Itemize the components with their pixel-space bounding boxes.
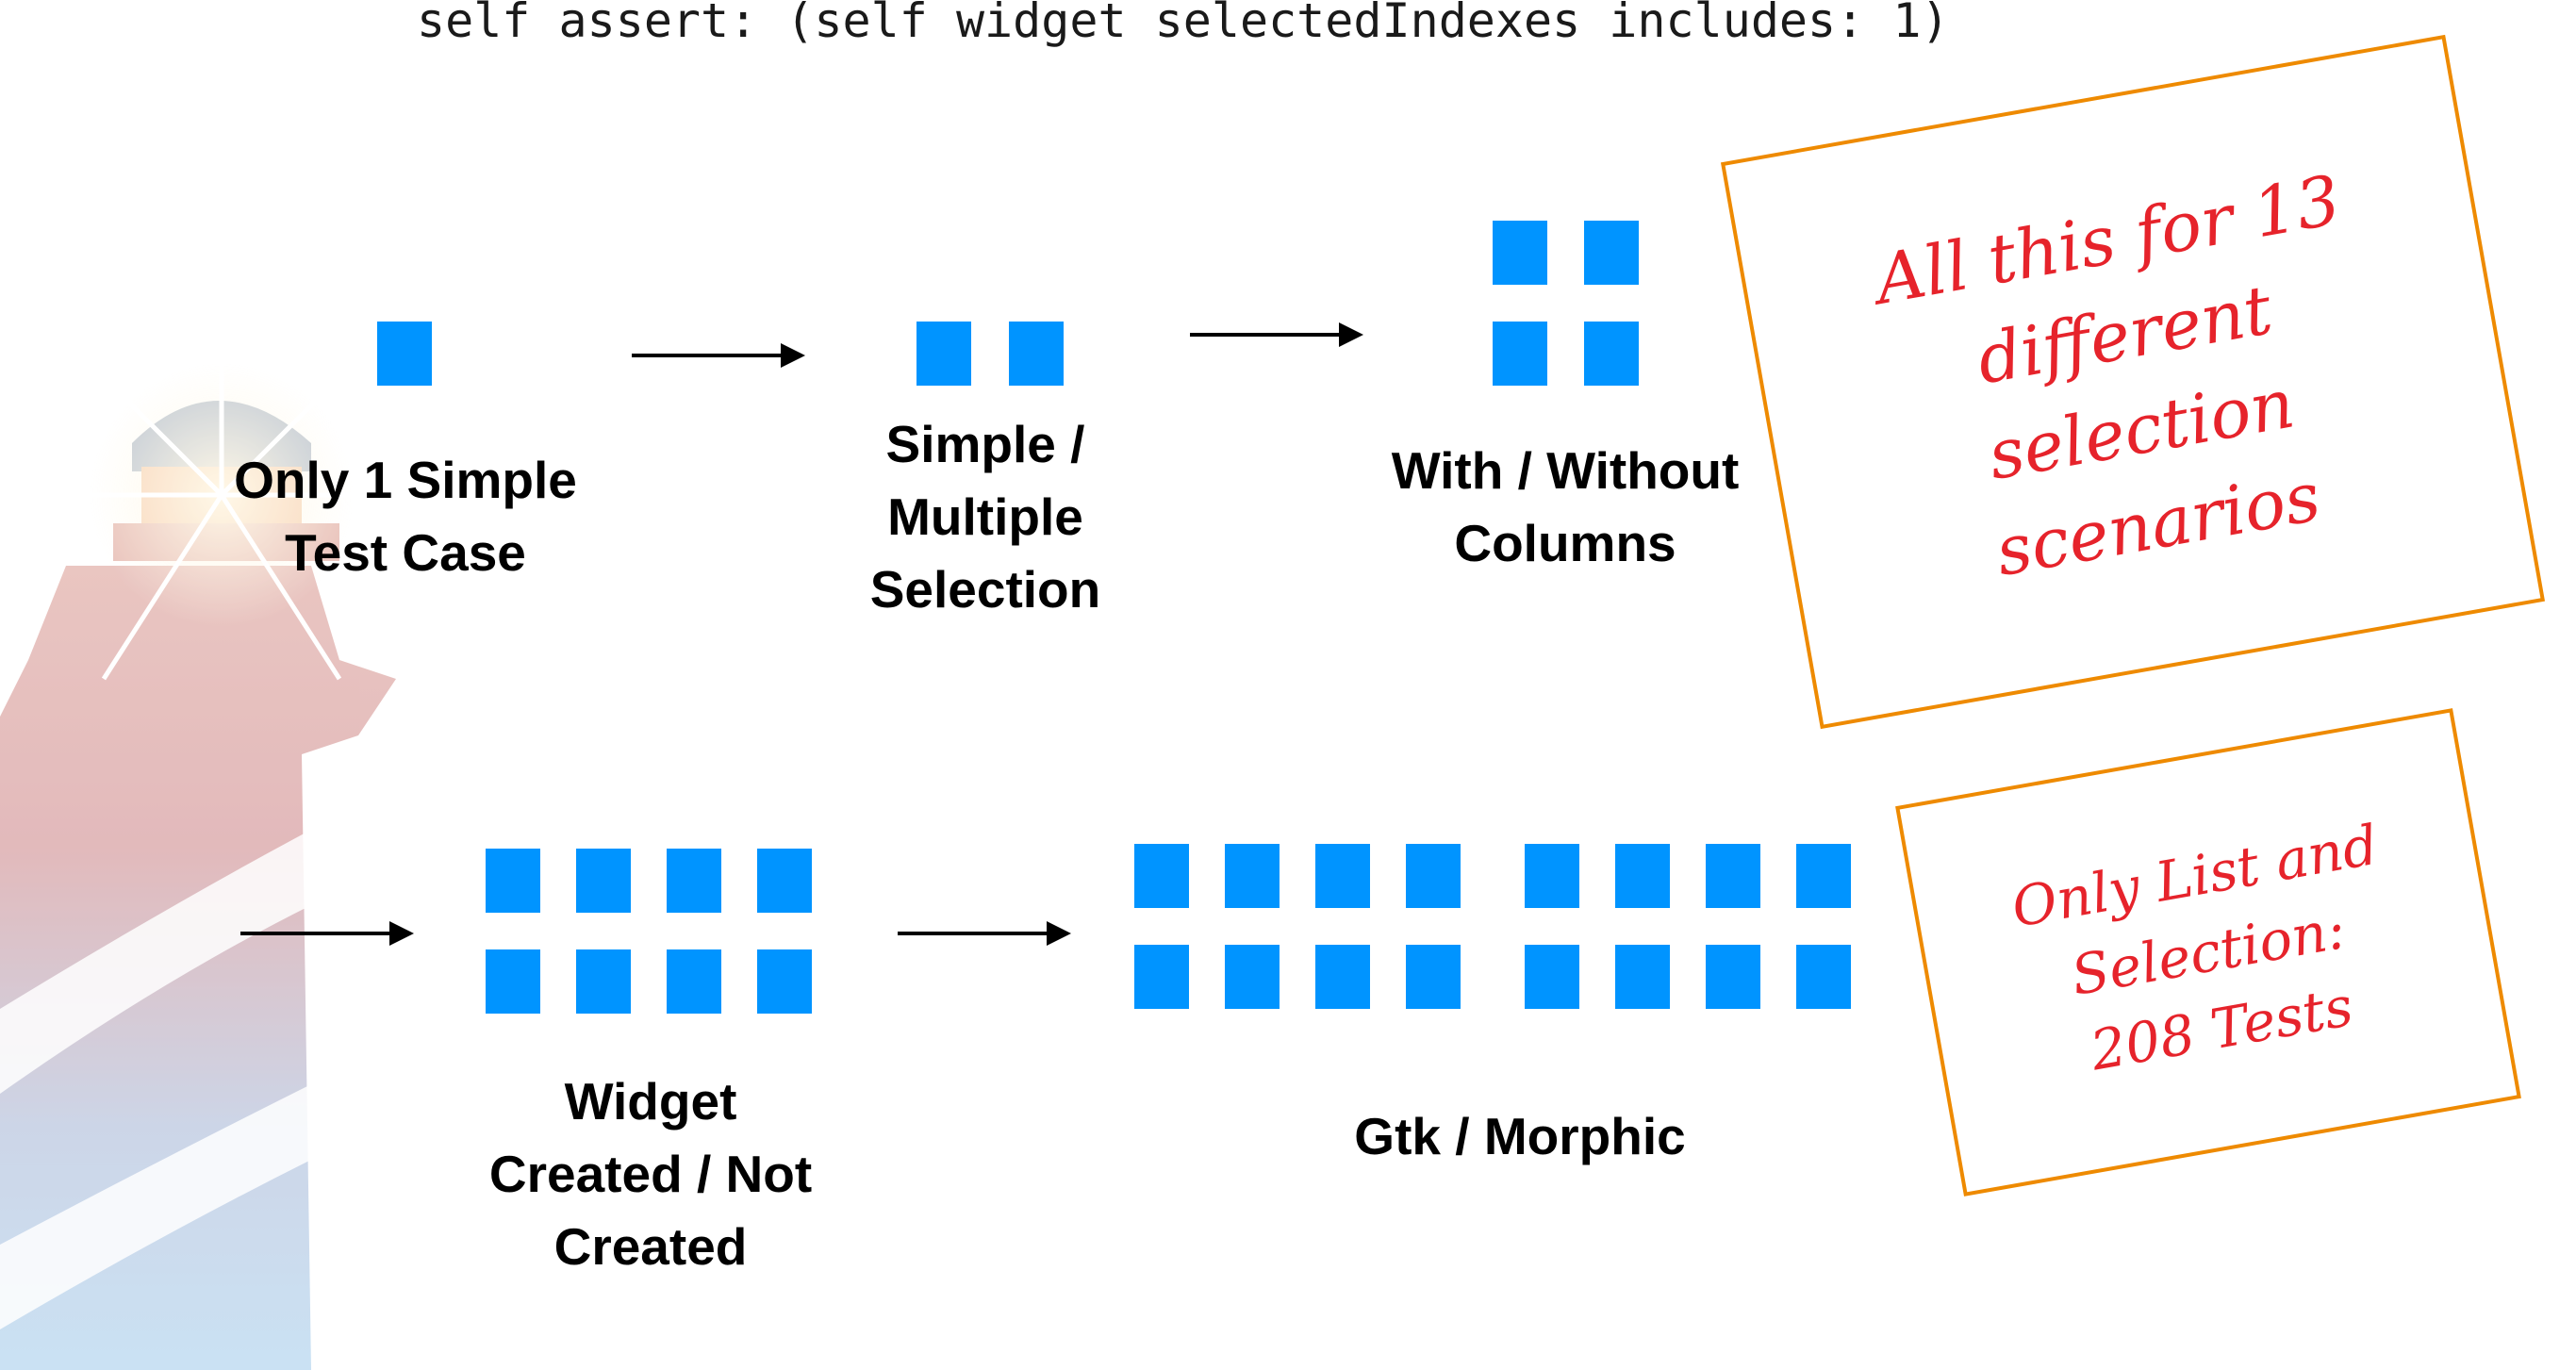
- selection-cell: [1525, 844, 1579, 908]
- selection-cell: [1315, 945, 1370, 1009]
- selection-cell: [1796, 844, 1851, 908]
- selection-cell: [377, 322, 432, 386]
- label-columns: With / Without Columns: [1391, 441, 1740, 572]
- selection-cell: [1134, 945, 1189, 1009]
- selection-cell: [1315, 844, 1370, 908]
- selection-cell: [667, 949, 721, 1014]
- selection-cell: [1225, 844, 1280, 908]
- selection-cell: [916, 322, 971, 386]
- selection-cell: [1009, 322, 1064, 386]
- arrow-1: [632, 343, 805, 368]
- selection-cell: [1406, 945, 1461, 1009]
- selection-cell: [757, 949, 812, 1014]
- selection-cell: [1796, 945, 1851, 1009]
- label-widget-created: Widget Created / Not Created: [488, 1072, 813, 1276]
- selection-cell: [1615, 945, 1670, 1009]
- selection-cell: [486, 849, 540, 913]
- code-assertion: self assert: (self widget selectedIndexe…: [417, 0, 1950, 48]
- selection-cell: [1493, 322, 1547, 386]
- selection-cell: [1584, 322, 1639, 386]
- selection-cell: [1706, 945, 1760, 1009]
- selection-cell: [1493, 221, 1547, 285]
- note-selection-scenarios: All this for 13 different selection scen…: [1720, 34, 2546, 730]
- label-backend: Gtk / Morphic: [1354, 1107, 1686, 1165]
- selection-cell: [576, 849, 631, 913]
- selection-cell: [576, 949, 631, 1014]
- label-single-test: Only 1 Simple Test Case: [234, 451, 577, 582]
- selection-cell: [1706, 844, 1760, 908]
- selection-cell: [757, 849, 812, 913]
- selection-cell: [1525, 945, 1579, 1009]
- selection-cell: [1406, 844, 1461, 908]
- selection-cell: [667, 849, 721, 913]
- arrow-2: [1190, 322, 1363, 347]
- selection-cell: [1225, 945, 1280, 1009]
- arrow-3: [240, 921, 414, 946]
- arrow-4: [898, 921, 1071, 946]
- label-multiple-selection: Simple / Multiple Selection: [869, 415, 1101, 619]
- selection-cell: [1615, 844, 1670, 908]
- lighthouse-logo: [0, 321, 405, 1370]
- note-test-count: Only List and Selection: 208 Tests: [1895, 708, 2521, 1197]
- selection-cell: [1134, 844, 1189, 908]
- selection-cell: [486, 949, 540, 1014]
- selection-cell: [1584, 221, 1639, 285]
